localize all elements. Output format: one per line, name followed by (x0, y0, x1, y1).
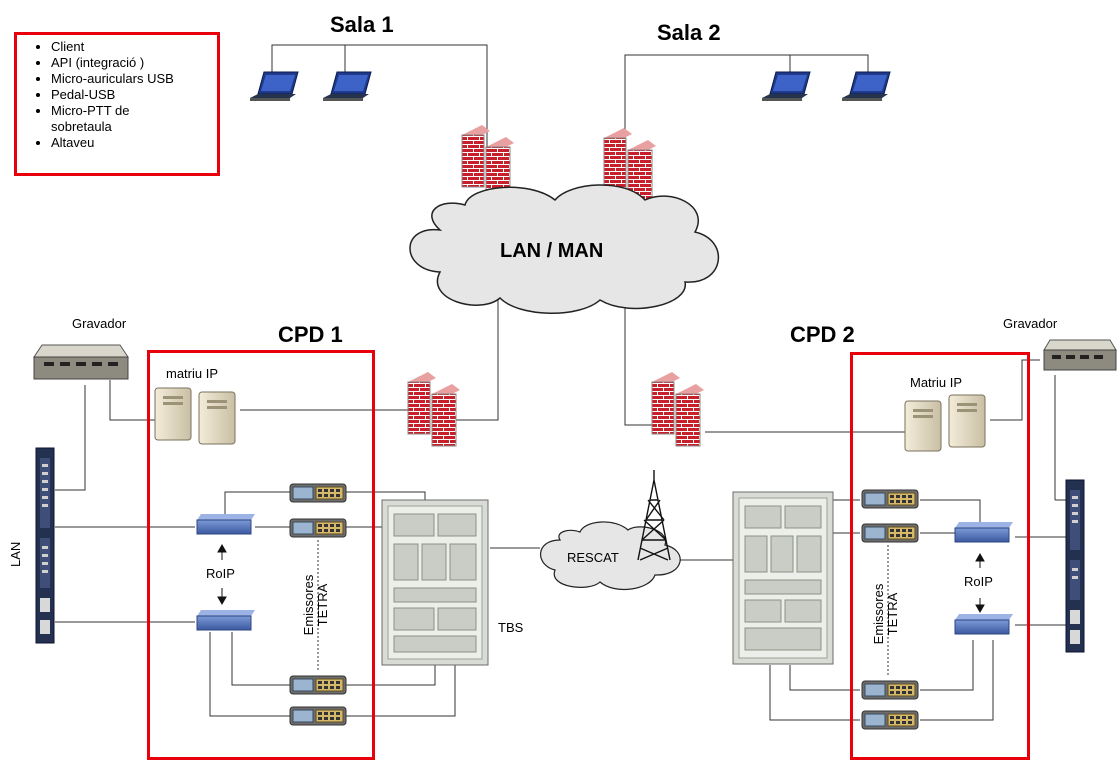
emissores-right-label: Emissores TETRA (871, 545, 900, 645)
antenna-tower-icon (637, 470, 671, 561)
firewall-icon (407, 372, 460, 447)
legend-item: Altaveu (51, 135, 217, 151)
tetra-radio-icon (289, 675, 347, 695)
cpd1-box (147, 350, 375, 760)
connection-lines (55, 44, 1066, 721)
lan-vertical-label: LAN (8, 541, 23, 567)
laptop-icon (323, 71, 372, 101)
tbs-rack-icon (732, 491, 834, 665)
cpd2-box (850, 352, 1030, 760)
tetra-radio-icon (289, 518, 347, 538)
lan-switch-strip-icon (1065, 479, 1085, 653)
tetra-radio-icon (289, 706, 347, 726)
ip-matrix-server-icon (904, 394, 986, 452)
gravador-right-label: Gravador (1003, 316, 1058, 331)
roip-switch-icon (196, 514, 255, 535)
emissores-left-text: Emissores TETRA (301, 574, 330, 636)
rescat-cloud (540, 521, 681, 590)
cpd1-title: CPD 1 (278, 322, 343, 347)
laptop-icon (762, 71, 811, 101)
roip-left-label: RoIP (206, 566, 235, 581)
rescat-label: RESCAT (567, 550, 619, 565)
lan-man-label: LAN / MAN (500, 240, 604, 262)
legend-item: Client (51, 39, 217, 55)
matriu-ip-right-label: Matriu IP (910, 375, 963, 390)
legend-item: API (integració ) (51, 55, 217, 71)
matriu-ip-left-label: matriu IP (166, 366, 219, 381)
tetra-radio-icon (861, 710, 919, 730)
tetra-radio-icon (861, 680, 919, 700)
legend-item: Pedal-USB (51, 87, 217, 103)
roip-switch-icon (196, 610, 255, 631)
lan-switch-strip-icon (35, 447, 55, 644)
tetra-radio-icon (861, 523, 919, 543)
ip-matrix-server-icon (154, 387, 236, 445)
roip-switch-icon (954, 614, 1013, 635)
tbs-label: TBS (498, 620, 524, 635)
lan-man-cloud (409, 184, 720, 314)
legend-box: Client API (integració ) Micro-auricular… (14, 32, 220, 176)
recorder-device-icon (1043, 339, 1117, 371)
tbs-rack-icon (381, 499, 489, 666)
emissores-right-text: Emissores TETRA (871, 583, 900, 645)
legend-item: Micro-auriculars USB (51, 71, 217, 87)
legend-item: Micro-PTT de sobretaula (51, 103, 169, 135)
emissores-left-label: Emissores TETRA (301, 536, 330, 636)
legend-list: Client API (integració ) Micro-auricular… (17, 39, 217, 151)
cpd2-title: CPD 2 (790, 322, 855, 347)
firewall-icon (651, 372, 704, 447)
tetra-radio-icon (861, 489, 919, 509)
roip-switch-icon (954, 522, 1013, 543)
gravador-left-label: Gravador (72, 316, 127, 331)
roip-right-label: RoIP (964, 574, 993, 589)
laptop-icon (250, 71, 299, 101)
sala2-title: Sala 2 (657, 20, 721, 45)
tetra-radio-icon (289, 483, 347, 503)
sala1-title: Sala 1 (330, 12, 394, 37)
recorder-device-icon (33, 344, 129, 380)
laptop-icon (842, 71, 891, 101)
